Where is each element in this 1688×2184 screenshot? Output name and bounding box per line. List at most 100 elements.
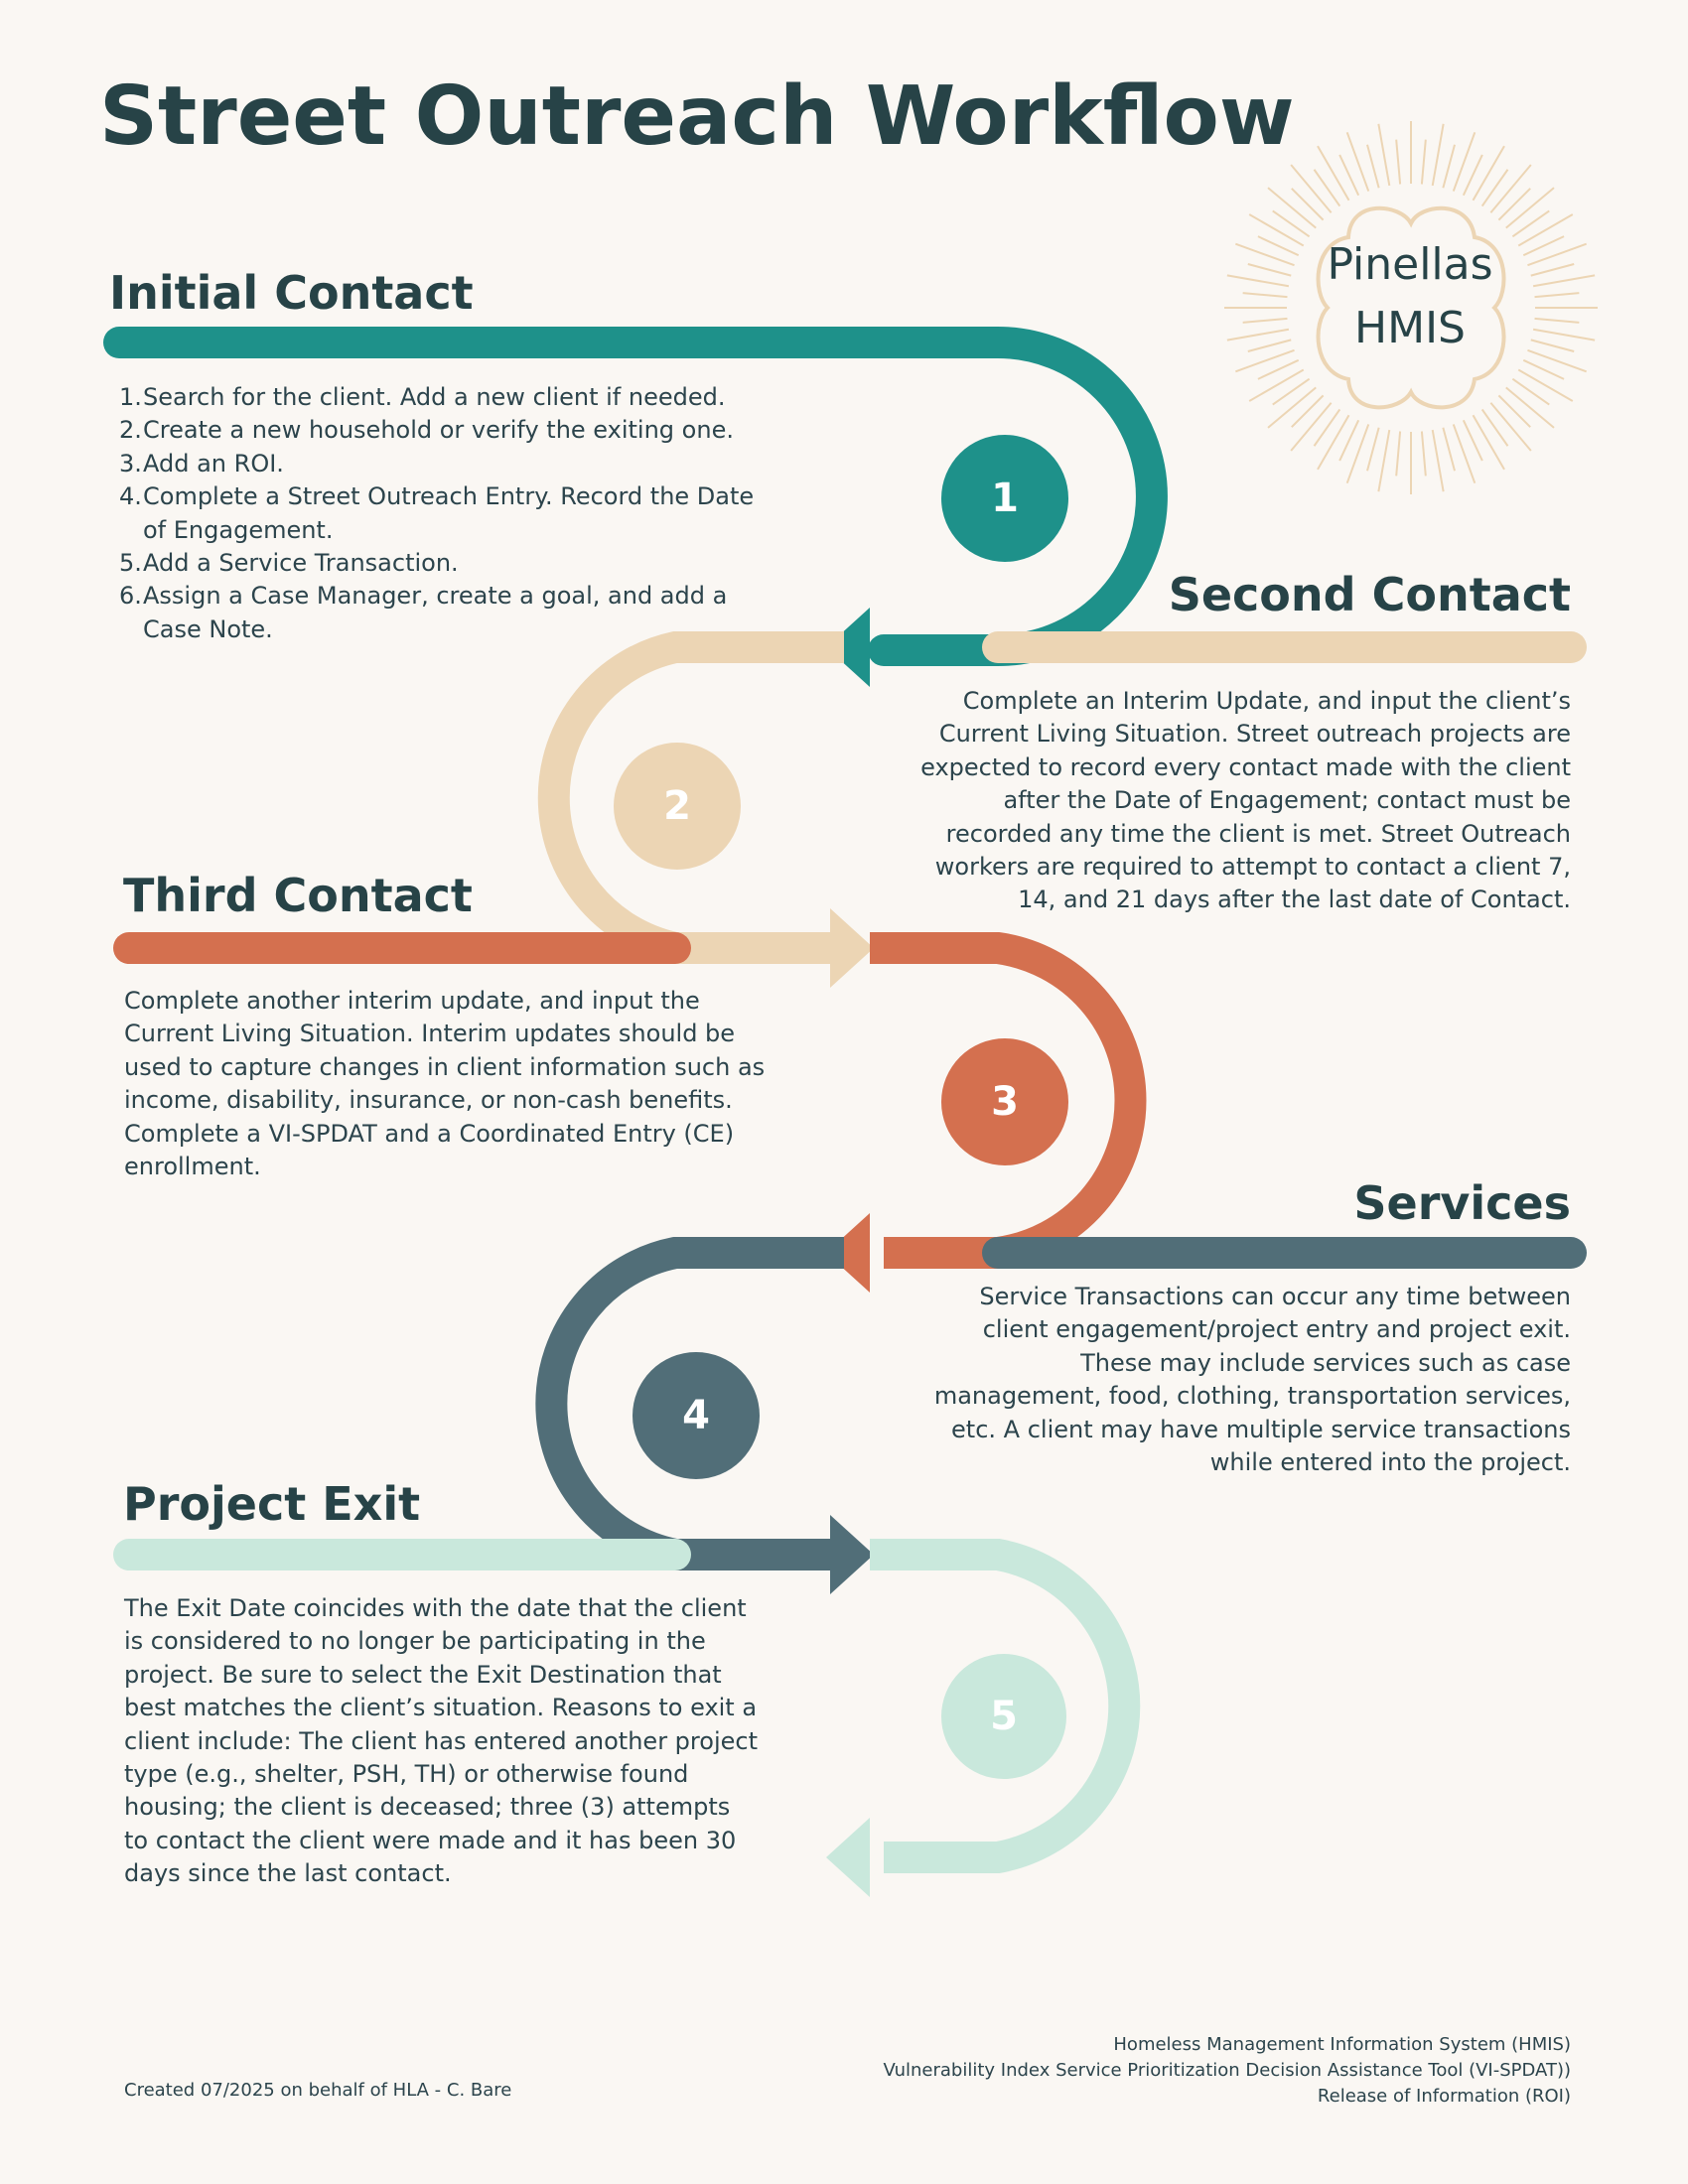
badge-ray (1517, 368, 1574, 402)
badge-ray (1290, 402, 1333, 452)
badge-ray (1345, 131, 1370, 192)
badge-ray (1272, 377, 1311, 406)
step-number-4: 4 (633, 1352, 760, 1479)
badge-ray (1442, 427, 1456, 472)
badge-label: Pinellas HMIS (1231, 233, 1589, 360)
badge-ray (1257, 358, 1300, 380)
flow-segment-project-exit (870, 1539, 1141, 1873)
badge-ray (1290, 164, 1333, 213)
badge-ray (1291, 394, 1325, 428)
flow-arrow-initial-contact (826, 608, 870, 687)
second-contact-description: Complete an Interim Update, and input th… (920, 687, 1571, 914)
badge-ray (1313, 408, 1341, 447)
flow-segment-second-contact (537, 631, 844, 964)
flow-segment-third-contact (870, 932, 1147, 1269)
badge-ray (1442, 144, 1456, 189)
badge-ray (1420, 139, 1427, 185)
badge-ray (1489, 164, 1532, 213)
badge-ray (1248, 368, 1305, 402)
third-contact-description: Complete another interim update, and inp… (124, 987, 766, 1181)
badge-ray (1497, 394, 1531, 428)
badge-ray (1267, 386, 1317, 429)
step-item: 2.Create a new household or verify the e… (119, 414, 755, 447)
badge-ray (1338, 419, 1360, 462)
badge-sunburst (1224, 121, 1598, 494)
badge-ray (1527, 348, 1588, 373)
badge-ray (1472, 145, 1505, 202)
step-item-text: Add a Service Transaction. (143, 549, 459, 578)
badge-ray (1497, 188, 1531, 221)
badge-ray (1534, 317, 1580, 324)
badge-ray (1534, 292, 1580, 299)
initial-contact-steps: 1.Search for the client. Add a new clien… (119, 381, 755, 646)
step-item: 6.Assign a Case Manager, create a goal, … (119, 580, 755, 646)
badge-ray (1226, 274, 1290, 288)
badge-ray (1257, 235, 1300, 257)
badge-ray (1377, 123, 1391, 187)
badge-ray (1234, 348, 1295, 373)
step-item-number: 2. (119, 416, 142, 445)
badge-ray (1472, 414, 1505, 471)
heading-project-exit: Project Exit (123, 1477, 421, 1531)
step-item-number: 5. (119, 549, 142, 578)
step-item-number: 3. (119, 449, 142, 478)
badge-ray (1431, 123, 1445, 187)
badge-ray (1431, 429, 1445, 492)
badge-ray (1532, 274, 1596, 288)
badge-ray (1242, 317, 1288, 324)
heading-initial-contact: Initial Contact (109, 266, 474, 320)
badge-ray (1452, 424, 1477, 484)
badge-ray (1511, 377, 1550, 406)
badge-label-line-1: Pinellas (1327, 239, 1493, 290)
heading-services: Services (1353, 1176, 1571, 1230)
step-number-1: 1 (941, 435, 1068, 562)
badge-ray (1522, 358, 1565, 380)
glossary-item: Homeless Management Information System (… (1113, 2034, 1571, 2055)
step-item-text: Complete a Street Outreach Entry. Record… (143, 482, 755, 544)
badge-ray (1345, 424, 1370, 484)
project-exit-description: The Exit Date coincides with the date th… (124, 1594, 758, 1888)
step-item: 4.Complete a Street Outreach Entry. Reco… (119, 480, 755, 547)
badge-ray (1395, 139, 1402, 185)
flow-arrow-third-contact (826, 1213, 870, 1293)
badge-ray (1530, 339, 1575, 352)
badge-ray (1517, 213, 1574, 247)
badge-ray (1313, 169, 1341, 207)
badge-ray (1452, 131, 1477, 192)
step-item: 3.Add an ROI. (119, 448, 755, 480)
badge-ray (1505, 386, 1555, 429)
badge-ray (1242, 292, 1288, 299)
badge-ray (1247, 339, 1292, 352)
glossary-item: Release of Information (ROI) (1317, 2086, 1571, 2107)
badge-ray (1420, 431, 1427, 477)
badge-ray (1247, 263, 1292, 277)
badge-ray (1522, 235, 1565, 257)
badge-ray (1532, 328, 1596, 341)
step-item-text: Search for the client. Add a new client … (143, 383, 726, 411)
flow-arrow-project-exit (826, 1818, 870, 1897)
badge-ray (1511, 209, 1550, 238)
step-number-3: 3 (941, 1038, 1068, 1165)
badge-ray (1530, 263, 1575, 277)
step-number-5: 5 (941, 1654, 1066, 1779)
badge-ray (1462, 154, 1483, 197)
step-number-2: 2 (614, 743, 741, 870)
step-item-text: Create a new household or verify the exi… (143, 416, 734, 445)
badge-ray (1480, 408, 1509, 447)
badge-label-line-2: HMIS (1354, 303, 1466, 353)
initial-contact-step-list: 1.Search for the client. Add a new clien… (119, 381, 755, 646)
badge-ray (1267, 187, 1317, 229)
badge-ray (1226, 328, 1290, 341)
step-item-text: Add an ROI. (143, 449, 284, 478)
badge-ray (1317, 414, 1350, 471)
step-item-number: 4. (119, 482, 142, 511)
badge-ray (1489, 402, 1532, 452)
step-item: 1.Search for the client. Add a new clien… (119, 381, 755, 414)
badge-scallop-shape (1316, 205, 1506, 410)
badge-ray (1480, 169, 1509, 207)
badge-ray (1338, 154, 1360, 197)
services-description: Service Transactions can occur any time … (933, 1283, 1571, 1477)
badge-ray (1366, 427, 1380, 472)
flow-arrow-second-contact (830, 908, 874, 988)
badge-ray (1505, 187, 1555, 229)
